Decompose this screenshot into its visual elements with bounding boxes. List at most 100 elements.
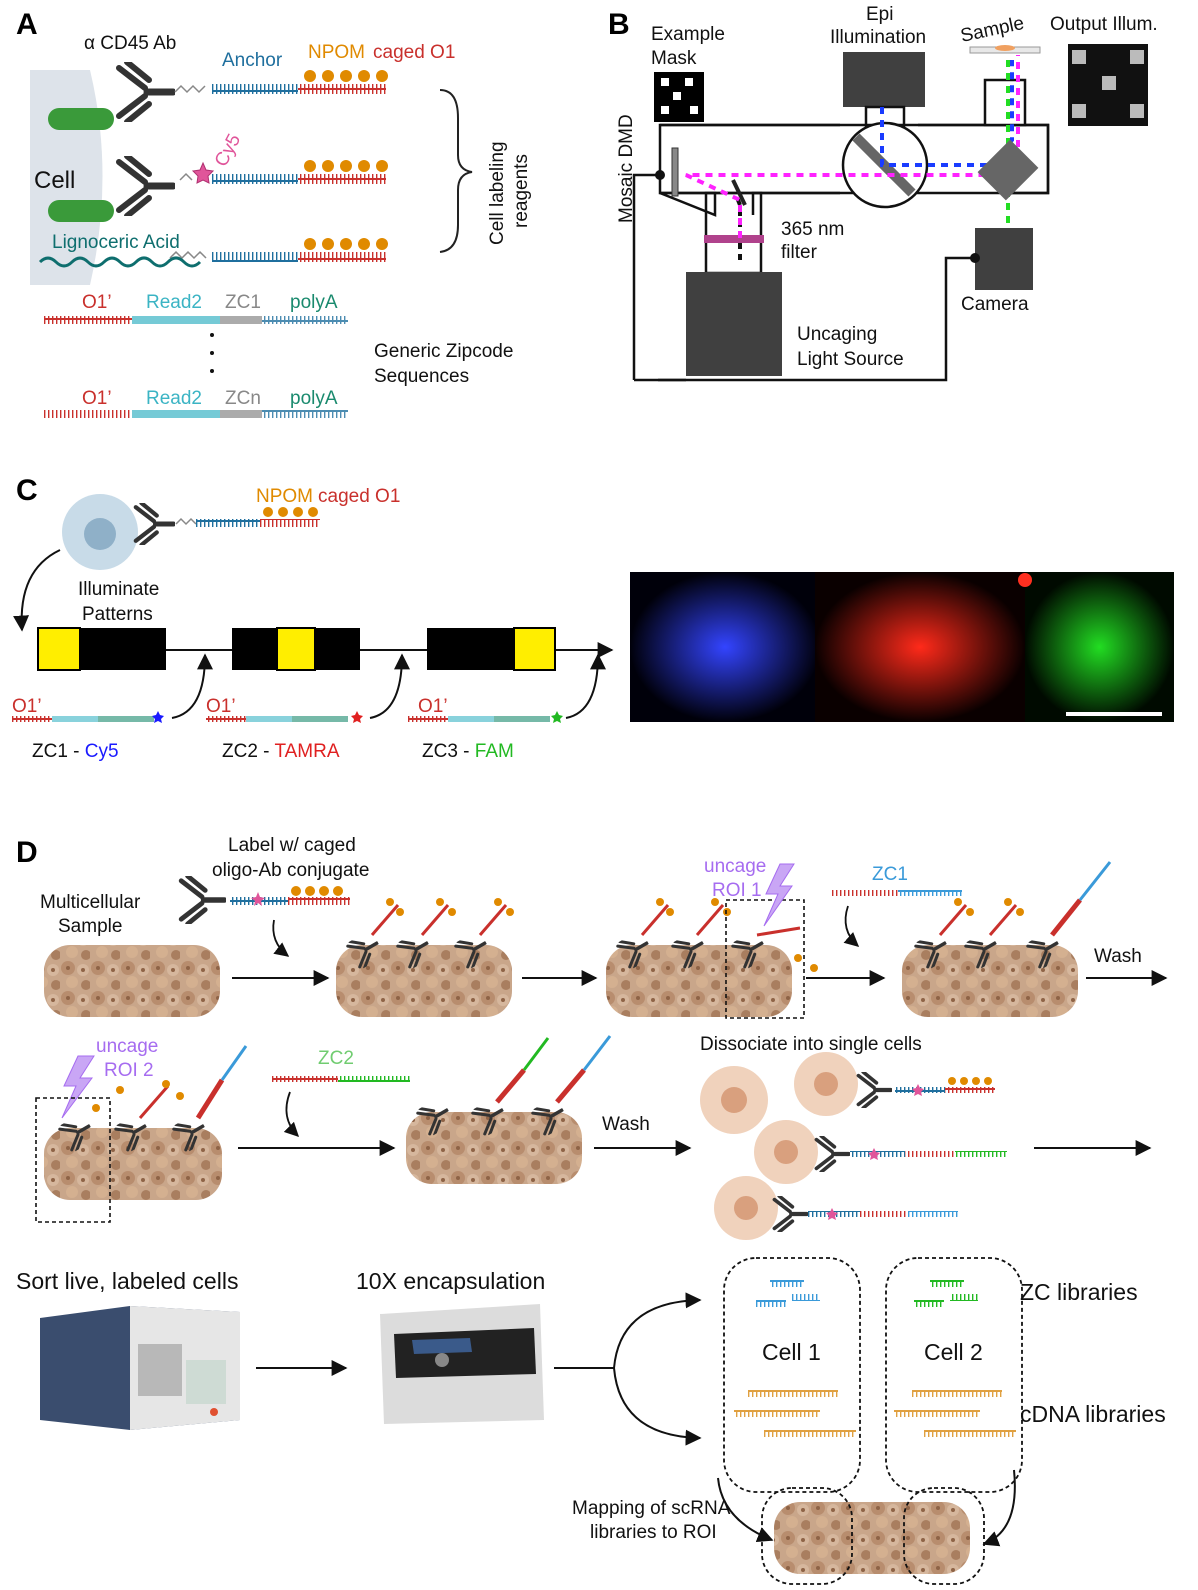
roi-2-box	[35, 1097, 111, 1223]
filter-label-2: filter	[781, 242, 818, 263]
epi-label: Epi	[866, 4, 893, 25]
zc-strand-2: O1’	[206, 696, 363, 723]
antibody-icon-2	[119, 156, 173, 216]
scale-bar	[1066, 712, 1162, 716]
sample-label: Sample	[959, 13, 1026, 47]
antibody-icon-1	[119, 62, 173, 122]
cdna-library-cell2	[894, 1390, 1016, 1437]
single-cells	[700, 1052, 1007, 1240]
mosaic-dmd-label: Mosaic DMD	[616, 114, 637, 223]
encapsulation-label: 10X encapsulation	[356, 1268, 545, 1294]
panel-label-c: C	[16, 474, 38, 507]
example-label: Example	[651, 24, 725, 45]
illumination-label: Illumination	[830, 27, 926, 48]
zipcode-row-1: O1’ Read2 ZC1 polyA	[44, 292, 348, 324]
zipcode-row-2: O1’ Read2 ZCn polyA	[44, 388, 348, 418]
cd45-receptor-1	[48, 108, 114, 130]
zc2-label-d: ZC2	[318, 1048, 354, 1069]
labeled-antibodies-2	[344, 898, 514, 971]
filter-label-1: 365 nm	[781, 219, 844, 240]
wash-label-1: Wash	[1094, 946, 1142, 967]
roi-1-box	[725, 899, 805, 1019]
antibody-icon-d	[181, 876, 224, 924]
filter-365nm	[704, 235, 764, 243]
zc-library-cell1	[756, 1280, 820, 1307]
zc-strand-1: O1’	[12, 696, 164, 723]
uncage-bolt-icon-2	[61, 1055, 95, 1119]
epi-illumination-box	[843, 52, 925, 107]
multicellular-label-1: Multicellular	[40, 892, 141, 913]
camera-label: Camera	[961, 294, 1029, 315]
labeled-antibodies-6	[414, 1035, 612, 1138]
uncaging-label-2: Light Source	[797, 349, 904, 370]
cell-1-droplet	[723, 1257, 861, 1493]
zc-strand-3: O1’	[408, 696, 563, 723]
uncage-label-1: uncage	[704, 856, 766, 877]
cell-sorter-icon	[40, 1306, 240, 1430]
tissue-sample-1	[44, 945, 220, 1017]
zc1-label-d: ZC1	[872, 864, 908, 885]
svg-text:O1’: O1’	[206, 696, 236, 717]
cdna-libraries-label: cDNA libraries	[1020, 1401, 1166, 1427]
svg-text:Read2: Read2	[146, 388, 202, 409]
zc-libraries-label: ZC libraries	[1020, 1279, 1138, 1305]
pattern-2	[232, 627, 360, 671]
panel-a: A Cell α CD45 Ab Anchor NPOM caged O1 Cy…	[16, 8, 532, 418]
cell-label: Cell	[34, 167, 75, 194]
pattern-1	[37, 627, 166, 671]
pattern-3	[427, 627, 556, 671]
ellipsis-dots	[210, 333, 214, 373]
zc-library-cell2	[914, 1280, 978, 1307]
objective	[983, 78, 1027, 127]
svg-text:Read2: Read2	[146, 292, 202, 313]
panel-b: B Example	[608, 4, 1158, 382]
panel-label-d: D	[16, 836, 38, 869]
panel-c: C NPOM caged O1 Illuminate Patterns O1’	[12, 474, 1174, 762]
dmd-chip	[671, 147, 679, 197]
cell-labeling-label: Cell labeling	[487, 141, 508, 245]
svg-text:O1’: O1’	[82, 292, 112, 313]
tissue-sample-4	[902, 945, 1078, 1017]
tissue-sample-5	[44, 1128, 222, 1200]
reagents-label: reagents	[511, 154, 532, 228]
illuminate-label-2: Patterns	[82, 604, 153, 625]
sequences-label: Sequences	[374, 366, 469, 387]
mapping-label-2: libraries to ROI	[590, 1522, 717, 1543]
svg-text:polyA: polyA	[290, 388, 338, 409]
anchor-strand-1	[212, 84, 298, 94]
svg-text:ZCn: ZCn	[225, 388, 261, 409]
generic-zipcode-label: Generic Zipcode	[374, 341, 513, 362]
lignoceric-label: Lignoceric Acid	[52, 232, 180, 253]
fluorescence-micrograph	[630, 572, 1174, 722]
tissue-sample-2	[336, 945, 512, 1017]
anchor-strand-3	[212, 252, 298, 262]
antibody-icon-c	[136, 503, 174, 545]
svg-text:O1’: O1’	[82, 388, 112, 409]
caged-o1-label: caged O1	[373, 42, 455, 63]
panel-label-a: A	[16, 8, 38, 41]
turret-mirror	[977, 139, 1039, 201]
svg-text:O1’: O1’	[418, 696, 448, 717]
illuminate-label-1: Illuminate	[78, 579, 159, 600]
roi1-label: ROI 1	[712, 880, 762, 901]
zc2-label: ZC2 - TAMRA	[222, 741, 340, 762]
label-caged-1: Label w/ caged	[228, 835, 356, 856]
cdna-library-cell1	[734, 1390, 856, 1437]
10x-instrument-icon	[380, 1304, 544, 1424]
anchor-label: Anchor	[222, 50, 283, 71]
multicellular-label-2: Sample	[58, 916, 122, 937]
cd45-receptor-2	[48, 200, 114, 222]
cy5-star-icon	[191, 161, 215, 184]
panel-d: D Label w/ caged oligo-Ab conjugate Mult…	[16, 835, 1168, 1585]
lignoceric-acid-tail	[38, 256, 202, 268]
mask-label: Mask	[651, 48, 697, 69]
zc3-label: ZC3 - FAM	[422, 741, 514, 762]
epi-light-path	[880, 60, 1014, 167]
label-caged-2: oligo-Ab conjugate	[212, 860, 369, 881]
bracket	[439, 89, 473, 253]
caged-o1-strand-3	[298, 252, 386, 262]
antibody-label: α CD45 Ab	[84, 33, 176, 54]
tissue-sample-6	[406, 1112, 582, 1184]
svg-text:polyA: polyA	[290, 292, 338, 313]
